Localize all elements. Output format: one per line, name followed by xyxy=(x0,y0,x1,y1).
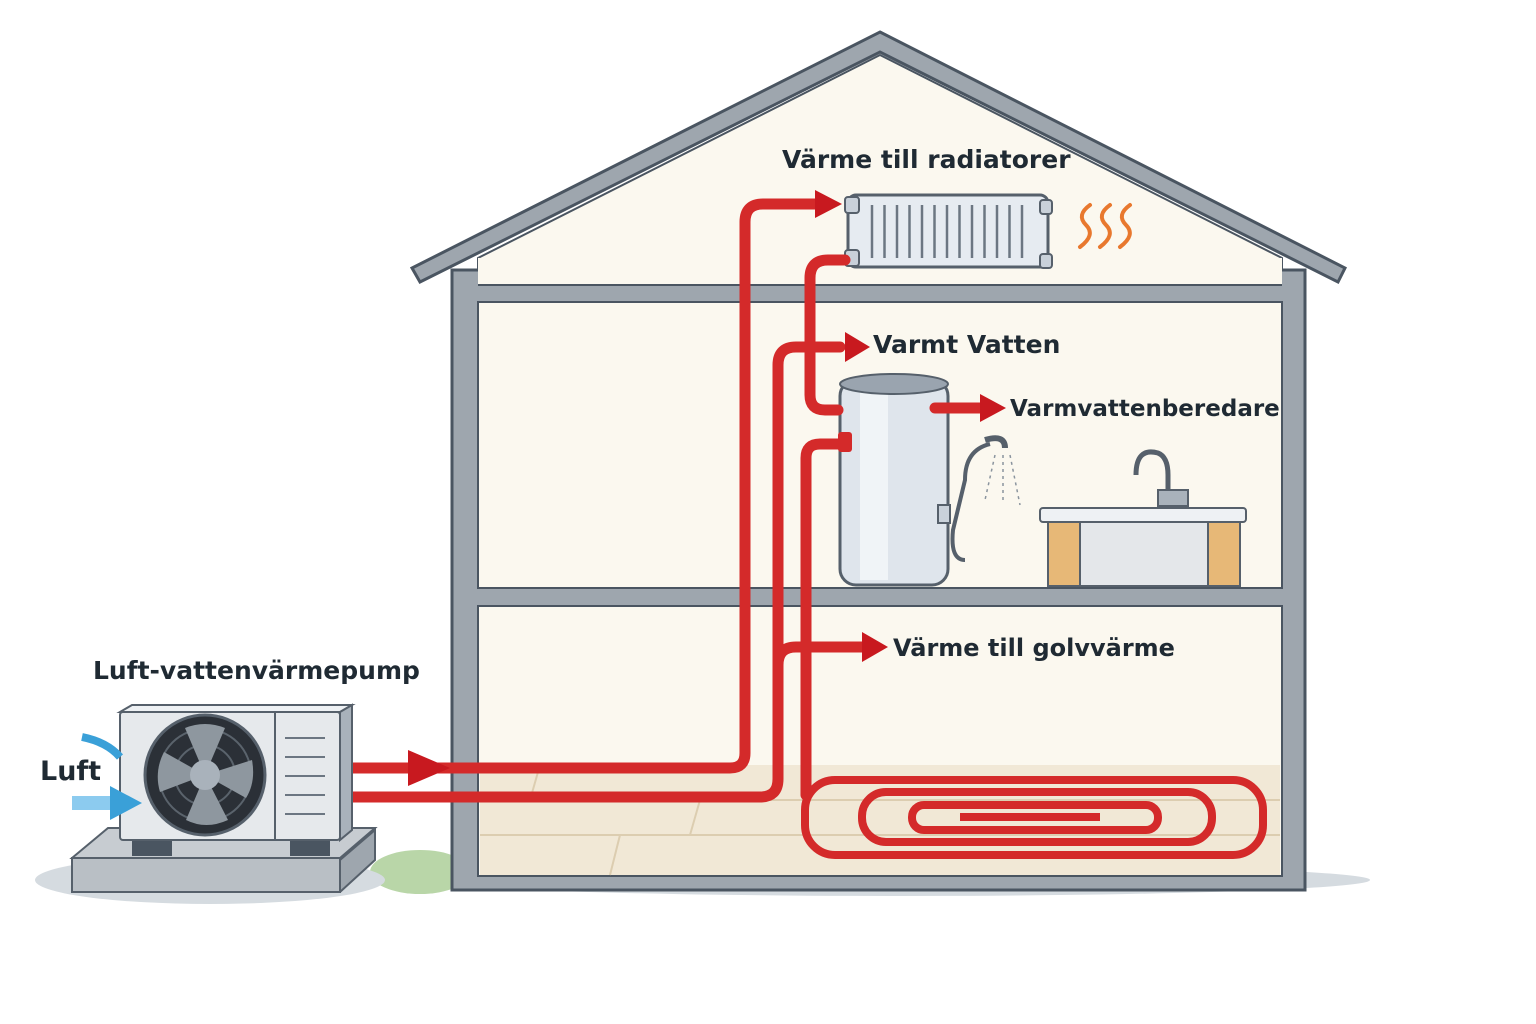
arrow-floor-heating-icon xyxy=(862,632,888,662)
arrow-supply-icon xyxy=(408,750,450,786)
label-water-heater: Varmvattenberedare xyxy=(1010,396,1280,422)
label-floor-heating: Värme till golvvärme xyxy=(893,634,1175,662)
arrow-hot-water-icon xyxy=(845,332,870,362)
label-heat-pump: Luft-vattenvärmepump xyxy=(93,656,420,685)
arrow-water-heater-icon xyxy=(980,394,1006,422)
radiator xyxy=(844,193,1053,269)
heat-waves-icon xyxy=(1078,203,1132,249)
pipe-to-floor xyxy=(800,438,844,801)
supply-pipe-hot-water xyxy=(339,341,846,803)
heat-pump-unit xyxy=(69,703,378,893)
shower-icon xyxy=(937,435,1021,562)
flow-arrows xyxy=(408,190,1006,786)
floor-heating-loop xyxy=(801,776,1267,859)
pipes xyxy=(339,198,986,803)
return-pipe-radiator xyxy=(804,254,851,416)
sink-cabinet xyxy=(1039,449,1247,587)
label-radiators: Värme till radiatorer xyxy=(782,145,1071,174)
supply-pipe-radiators xyxy=(339,198,821,774)
air-arrows-icon xyxy=(72,733,142,820)
water-heater-tank xyxy=(838,373,950,587)
label-air: Luft xyxy=(40,756,101,787)
grass-patch xyxy=(370,850,470,894)
arrow-radiator-icon xyxy=(815,190,842,218)
label-hot-water: Varmt Vatten xyxy=(873,330,1060,359)
branch-floor-heating xyxy=(772,641,868,671)
